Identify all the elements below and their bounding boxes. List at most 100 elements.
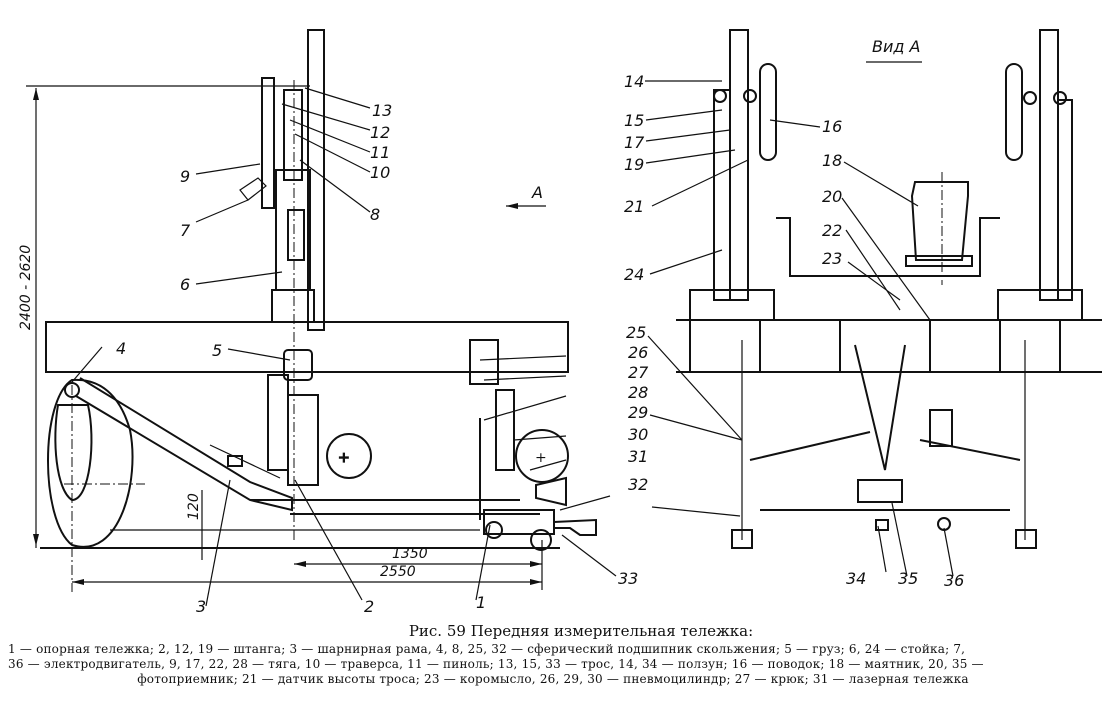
dim-arrow-b	[530, 561, 542, 567]
part-label-32: 32	[628, 475, 648, 494]
view-direction-arrowhead	[506, 203, 518, 209]
hook-bracket-27	[469, 339, 499, 385]
part-label-29: 29	[628, 403, 648, 422]
left-base-block	[689, 289, 775, 321]
left-column	[729, 29, 749, 301]
weight-5	[283, 349, 313, 381]
right-pulley-2	[1023, 91, 1037, 105]
left-stand-24	[713, 89, 731, 301]
part-label-4: 4	[116, 339, 126, 358]
clearance-label: 120	[186, 493, 202, 520]
part-label-21: 21	[624, 197, 644, 216]
wheel-mid	[326, 433, 372, 479]
right-stand	[1057, 99, 1073, 301]
part-label-28: 28	[628, 383, 648, 402]
mast	[307, 29, 325, 331]
part-label-18: 18	[822, 151, 842, 170]
part-label-11: 11	[370, 143, 390, 162]
arrow-down	[33, 534, 39, 546]
left-foot	[731, 529, 753, 549]
link-rod-right	[919, 439, 1021, 461]
part-label-27: 27	[628, 363, 649, 382]
dimension-long-label: 2550	[380, 564, 416, 580]
right-belt	[1005, 63, 1023, 161]
arrow-up	[33, 88, 39, 100]
technical-drawing: 2400 - 2620 +	[18, 29, 1102, 616]
part-label-19: 19	[624, 155, 644, 174]
legend-line: фотоприемник; 21 — датчик высоты троса; …	[137, 672, 969, 686]
traverse-10	[283, 89, 303, 181]
part-label-26: 26	[628, 343, 648, 362]
part-label-3: 3	[196, 597, 206, 616]
part-label-31: 31	[628, 447, 648, 466]
left-pulley-1	[713, 89, 727, 103]
part-label-23: 23	[822, 249, 842, 268]
part-label-14: 14	[624, 72, 644, 91]
weight-housing	[287, 209, 305, 261]
cylinder-30	[495, 389, 515, 471]
caption-title: Рис. 59 Передняя измерительная тележка:	[408, 622, 754, 640]
part-label-33: 33	[618, 569, 638, 588]
stand-base	[271, 289, 315, 323]
rocker-23	[776, 217, 1000, 277]
part-label-22: 22	[822, 221, 842, 240]
side-view: 2400 - 2620 +	[18, 29, 617, 607]
slider-34	[875, 519, 889, 531]
frame-brace	[209, 444, 281, 479]
v-frame	[854, 344, 906, 471]
part-label-20: 20	[822, 187, 842, 206]
part-label-9: 9	[180, 167, 190, 186]
pendulum-left	[54, 404, 93, 502]
part-labels: 1 2 3 4 5 6 7 8 9 10 11 12 13 14 15 16 1…	[116, 72, 964, 616]
part-label-34: 34	[846, 569, 866, 588]
left-pulley-2	[743, 89, 757, 103]
wheel-center-mark: +	[338, 450, 350, 466]
laser-carriage-wheel	[515, 429, 569, 483]
part-label-36: 36	[944, 571, 964, 590]
part-label-16: 16	[822, 117, 842, 136]
support-wheel-2	[485, 521, 503, 539]
view-label: Вид А	[872, 37, 920, 56]
dim-arrow-a	[294, 561, 306, 567]
articulated-frame-3	[75, 377, 293, 512]
laser-wheel-center-mark: +	[535, 450, 547, 466]
left-belt-16	[759, 63, 777, 161]
height-range-label: 2400 - 2620	[18, 245, 34, 330]
dim-arrow-d	[530, 579, 542, 585]
right-pulley-1	[1053, 91, 1067, 105]
direction-label: A	[531, 183, 543, 202]
part-label-35: 35	[898, 569, 918, 588]
photo-receiver-20	[929, 409, 953, 447]
part-label-5: 5	[212, 341, 222, 360]
frame-block	[227, 455, 243, 467]
part-label-2: 2	[364, 597, 374, 616]
dimension-short-label: 1350	[392, 546, 428, 562]
link-rod-left	[749, 431, 871, 461]
dim-arrow-c	[72, 579, 84, 585]
part-label-17: 17	[624, 133, 645, 152]
part-label-10: 10	[370, 163, 390, 182]
part-label-13: 13	[372, 101, 392, 120]
pendulum-18	[910, 181, 969, 261]
car-frame	[45, 321, 569, 373]
part-label-7: 7	[180, 221, 191, 240]
right-column	[1039, 29, 1059, 301]
photo-receiver	[535, 476, 567, 507]
part-label-25: 25	[626, 323, 646, 342]
view-a: Вид А	[645, 29, 1102, 577]
leader-lines-left	[71, 87, 617, 607]
leader-lines-right	[645, 80, 954, 577]
motor-7	[239, 177, 267, 201]
rod-9	[261, 77, 275, 209]
part-label-8: 8	[370, 205, 380, 224]
part-label-6: 6	[180, 275, 190, 294]
support-wheel	[530, 529, 552, 551]
figure-caption: Рис. 59 Передняя измерительная тележка: …	[0, 622, 1102, 687]
right-foot	[1015, 529, 1037, 549]
part-label-1: 1	[476, 593, 486, 612]
center-block-35	[857, 479, 903, 503]
lower-column	[267, 374, 289, 471]
lower-column-2	[287, 394, 319, 486]
part-label-15: 15	[624, 111, 644, 130]
part-label-24: 24	[624, 265, 644, 284]
